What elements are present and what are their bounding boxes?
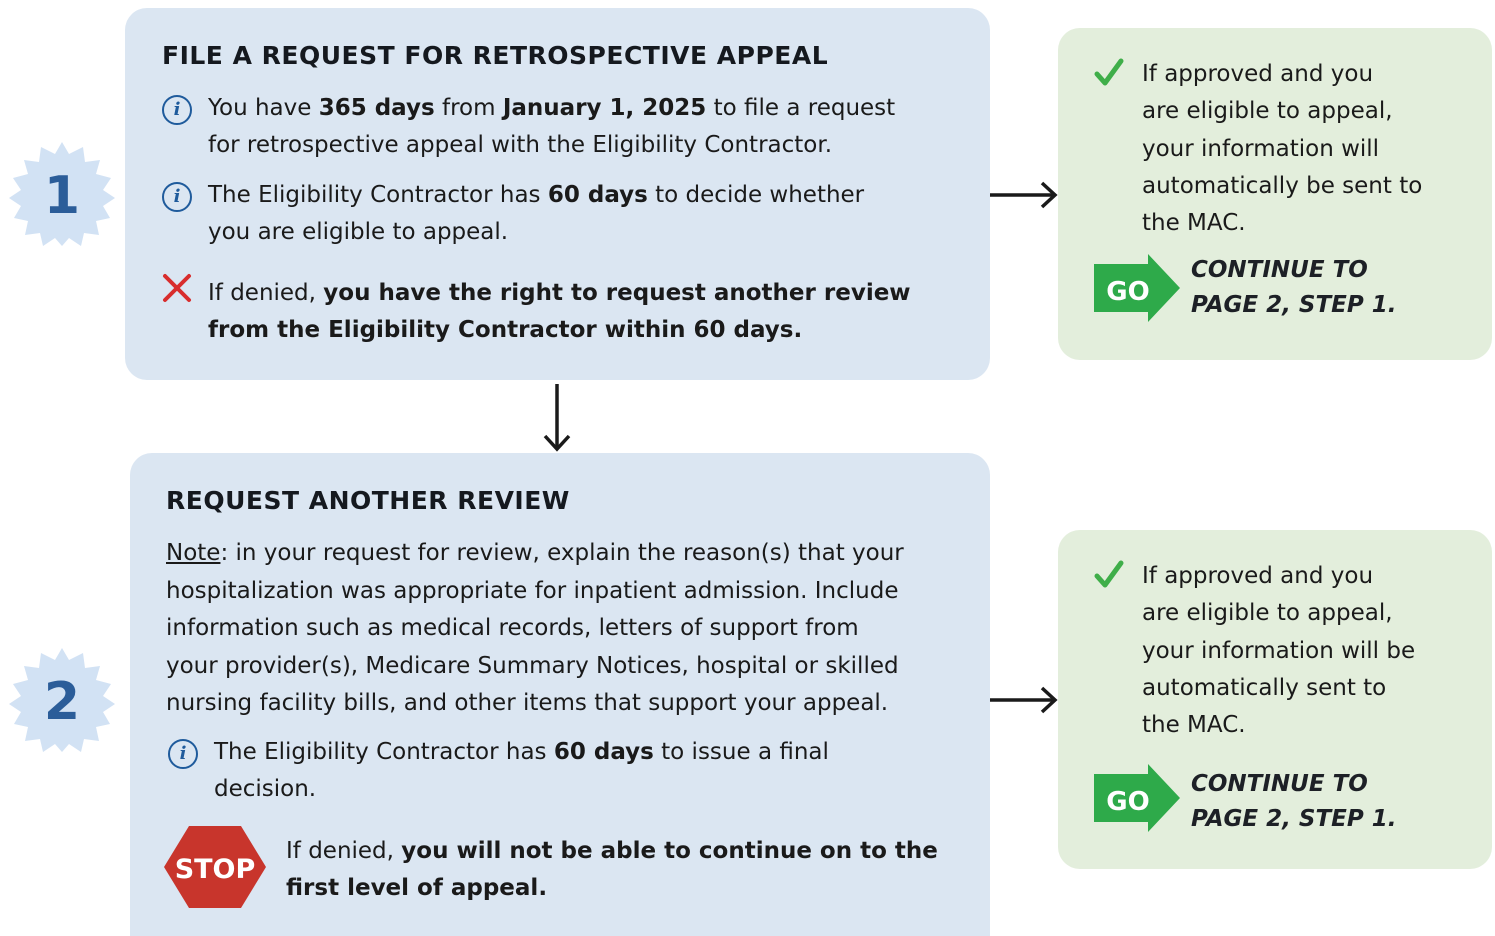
arrow-down-icon [543,384,571,452]
step-1-badge: 1 [9,142,115,246]
step-2-stop-text: If denied, you will not be able to conti… [286,838,938,901]
starburst-badge [9,142,115,246]
step-1-outcome-box: If approved and you are eligible to appe… [1058,28,1492,360]
go-arrow-icon: GO [1094,764,1180,832]
step-1-box: FILE A REQUEST FOR RETROSPECTIVE APPEAL … [125,8,990,380]
go-label: GO [1106,277,1149,307]
outcome-text: If approved and you are eligible to appe… [1142,563,1416,739]
step-2-heading: REQUEST ANOTHER REVIEW [166,486,570,515]
info-icon: i [162,182,192,212]
step-2-box: REQUEST ANOTHER REVIEW Note: in your req… [130,453,990,936]
item-text: If denied, you have the right to request… [208,280,911,343]
step-2-outcome-box: If approved and you are eligible to appe… [1058,530,1492,869]
check-icon [1094,58,1124,86]
continue-text: CONTINUE TO PAGE 2, STEP 1. [1191,257,1397,318]
step-1-heading: FILE A REQUEST FOR RETROSPECTIVE APPEAL [162,41,829,70]
step-1-item-decision-time: i The Eligibility Contractor has 60 days… [162,177,962,251]
stop-sign-icon: STOP [164,826,266,908]
info-icon: i [168,739,198,769]
step-2-item-final-decision: i The Eligibility Contractor has 60 days… [168,734,968,808]
item-text: You have 365 days from January 1, 2025 t… [208,95,896,158]
continue-text: CONTINUE TO PAGE 2, STEP 1. [1191,771,1397,832]
step-2-note: Note: in your request for review, explai… [166,540,904,716]
check-icon [1094,560,1124,588]
stop-label: STOP [175,854,256,885]
step-2-badge: 2 [9,648,115,752]
step-number: 1 [44,166,80,226]
info-icon: i [162,95,192,125]
step-number: 2 [44,672,80,732]
x-icon [163,274,191,302]
item-text: The Eligibility Contractor has 60 days t… [208,182,865,245]
go-arrow-icon: GO [1094,254,1180,322]
outcome-text: If approved and you are eligible to appe… [1142,61,1423,237]
arrow-right-icon [990,686,1058,714]
step-1-item-denied: If denied, you have the right to request… [162,274,972,349]
go-label: GO [1106,787,1149,817]
arrow-right-icon [990,181,1058,209]
starburst-badge [9,648,115,752]
step-1-item-filing-deadline: i You have 365 days from January 1, 2025… [162,90,962,164]
item-text: The Eligibility Contractor has 60 days t… [214,739,829,802]
